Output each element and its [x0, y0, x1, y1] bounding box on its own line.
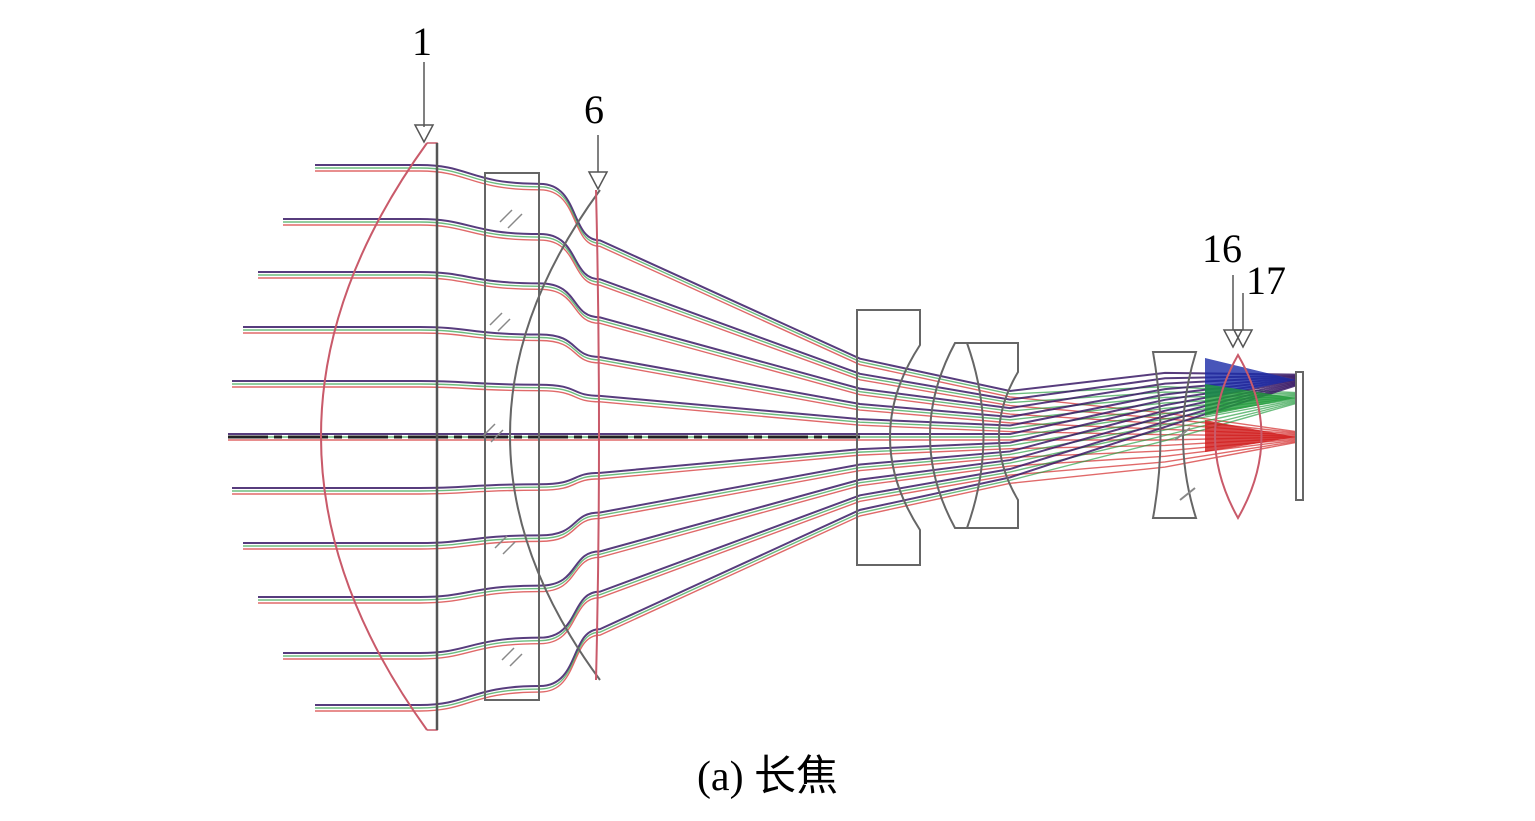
focus-cone	[1205, 420, 1296, 452]
ray-path	[258, 400, 1297, 601]
pointer-17	[1232, 293, 1254, 349]
ray-path	[283, 440, 1297, 660]
label-surface-6: 6	[584, 87, 604, 132]
figure-caption: (a) 长焦	[696, 754, 839, 800]
pointer-1	[413, 62, 435, 144]
lens-element-5	[929, 342, 1019, 529]
label-surface-16: 16	[1202, 226, 1242, 271]
focus-cone	[1205, 384, 1296, 416]
lens-element-6	[1151, 351, 1198, 519]
lens-element-2	[482, 172, 540, 701]
lens-element-4	[856, 309, 921, 566]
lens-element-1	[320, 142, 439, 731]
ray-path	[283, 383, 1297, 654]
image-plane	[1295, 371, 1304, 501]
label-surface-17: 17	[1246, 258, 1286, 303]
ray-path	[315, 441, 1297, 712]
lens-element-3	[509, 189, 601, 681]
ray-bundle	[228, 164, 1297, 712]
ray-path	[315, 402, 1297, 709]
pointer-6	[587, 135, 609, 191]
pointer-16	[1222, 275, 1244, 349]
label-surface-1: 1	[412, 19, 432, 64]
lens-element-7	[1214, 352, 1263, 521]
